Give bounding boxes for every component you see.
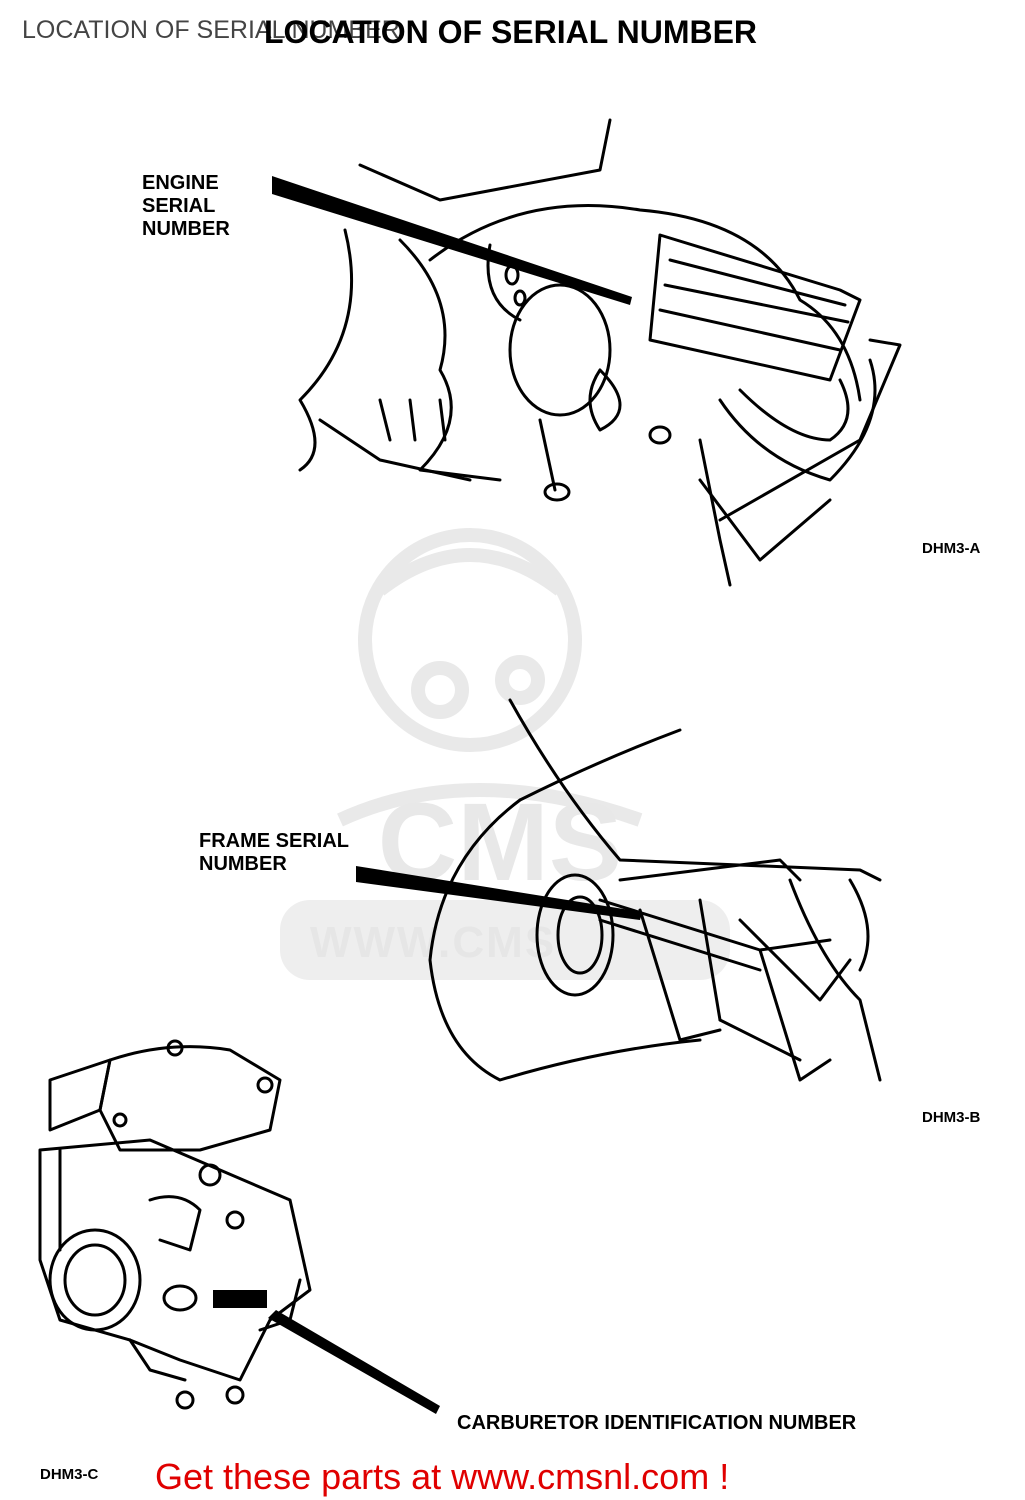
engine-serial-label: ENGINE SERIAL NUMBER xyxy=(142,172,230,240)
engine-illustration xyxy=(298,118,902,587)
figure-b-id: DHM3-B xyxy=(922,1109,981,1126)
page-title: LOCATION OF SERIAL NUMBER xyxy=(264,14,758,50)
figure-a-id: DHM3-A xyxy=(922,540,981,557)
carburetor-illustration xyxy=(38,1039,312,1410)
footer-link[interactable]: Get these parts at www.cmsnl.com ! xyxy=(155,1456,730,1497)
frame-illustration xyxy=(428,698,882,1082)
frame-serial-label: FRAME SERIAL NUMBER xyxy=(199,830,349,875)
carburetor-id-pointer xyxy=(268,1310,440,1414)
engine-serial-pointer xyxy=(272,176,632,305)
carburetor-id-plate xyxy=(213,1290,267,1308)
carburetor-id-label: CARBURETOR IDENTIFICATION NUMBER xyxy=(457,1412,857,1434)
figure-c-id: DHM3-C xyxy=(40,1466,99,1483)
caption-title: LOCATION OF SERIAL NUMBER xyxy=(22,16,400,44)
frame-serial-pointer xyxy=(356,866,642,920)
